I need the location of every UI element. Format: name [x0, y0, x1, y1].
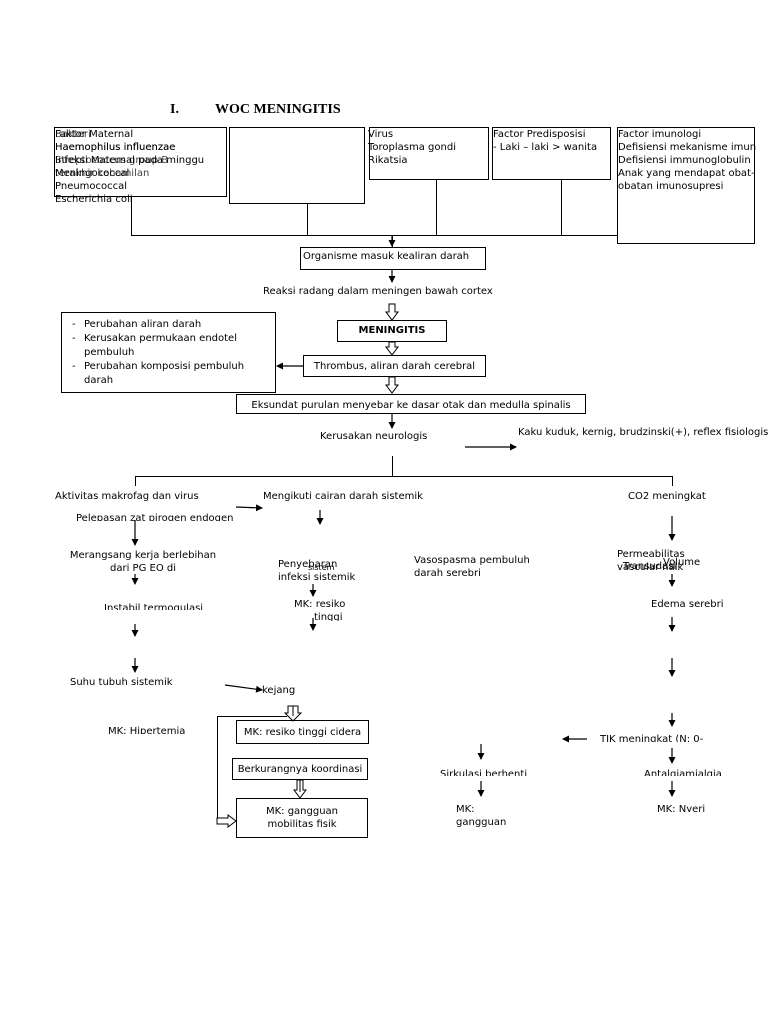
feedback-horizontal — [217, 716, 287, 717]
vasospasma-line: darah serebri — [414, 568, 481, 579]
imunologi-line: obatan imunosupresi — [618, 181, 724, 192]
penyebaran-line: infeksi sistemik — [278, 572, 356, 583]
mk-mobilitas-line: MK: gangguan — [265, 806, 339, 817]
vasospasma-text: Vasospasma pembuluh darah serebri — [414, 554, 530, 580]
mk-nyeri-text: MK: Nyeri — [657, 804, 706, 812]
virus-line: Rikatsia — [368, 155, 408, 166]
imunologi-line: Factor imunologi — [618, 129, 702, 140]
vascular-change-item: Perubahan komposisi pembuluh darah — [72, 360, 269, 388]
suhu-text: Suhu tubuh sistemik — [70, 677, 173, 688]
sirkulasi-text: Sirkulasi berhenti — [440, 769, 528, 776]
aktivitas-text: Aktivitas makrofag dan virus — [55, 491, 199, 502]
mk-resiko-cidera-box: MK: resiko tinggi cidera — [236, 720, 369, 744]
branch-stem — [392, 456, 393, 476]
virus-box — [369, 127, 489, 180]
mk-gangguan-line: MK: — [456, 804, 475, 815]
vascular-change-item: Kerusakan permukaan endotel pembuluh — [72, 332, 269, 360]
vasospasma-line: Vasospasma pembuluh — [414, 555, 530, 566]
branch-right-drop — [672, 476, 673, 486]
vascular-change-item: Perubahan aliran darah — [72, 318, 269, 332]
hollow-arrow-reaksi — [385, 303, 399, 321]
kaku-kuduk-text: Kaku kuduk, kernig, brudzinski(+), refle… — [518, 427, 768, 438]
permeabilitas-line: vascular naik — [617, 562, 684, 571]
title-number: I. — [170, 102, 179, 117]
connector-predisposisi — [561, 180, 562, 235]
diagram-title: WOC MENINGITIS — [215, 102, 341, 117]
mk-mobilitas-box: MK: gangguan mobilitas fisik — [236, 798, 368, 838]
imunologi-line: Anak yang mendapat obat- — [618, 168, 755, 179]
arrow-to-pelepasan — [235, 504, 263, 512]
predisposisi-line: Factor Predisposisi — [493, 129, 586, 140]
bacteria-line: Escherichia coli — [55, 194, 133, 205]
volume-text: Volume — [663, 557, 701, 568]
hollow-arrow-meningitis — [385, 341, 399, 356]
antalgiamialgia-text: Antalgiamialgia — [644, 769, 722, 776]
merangsang-line: dari PG EO di — [110, 563, 176, 574]
mk-resiko-text: MK: resiko tinggi — [294, 598, 345, 621]
mk-hipertermia: MK: Hipertemia — [108, 726, 186, 734]
imunologi-line: Defisiensi immunoglobulin — [618, 155, 751, 166]
bacteria-line: Pneumococcal — [55, 181, 128, 192]
organisme-box: Organisme masuk kealiran darah — [300, 247, 486, 270]
bacteria-overlap-line: Haemophilus influenzae — [55, 142, 176, 153]
empty-cause-box — [229, 127, 365, 204]
imunologi-box — [617, 127, 755, 244]
bacteria-overlap-line: Bakteri — [55, 129, 91, 140]
connector-virus — [436, 180, 437, 235]
vascular-changes-box: Perubahan aliran darah Kerusakan permuka… — [61, 312, 276, 393]
arrow-suhu-to-kejang — [224, 684, 263, 693]
transudasi-text: Transudasi — [623, 561, 677, 569]
vascular-change-item-text: Perubahan komposisi pembuluh darah — [84, 361, 245, 386]
kerusakan-text: Kerusakan neurologis — [320, 431, 428, 442]
edema-text: Edema serebri — [651, 599, 724, 610]
feedback-vertical — [217, 716, 218, 821]
permeabilitas-line: Permeabilitas — [617, 549, 685, 560]
instabil-text: Instabil termogulasi — [104, 603, 204, 610]
connector-empty-box — [307, 204, 308, 235]
merangsang-text: Merangsang kerja berlebihan dari PG EO d… — [68, 549, 218, 575]
penyebaran-overlap: sistem — [308, 563, 335, 572]
top-collector-line — [131, 235, 755, 236]
pelepasan-text: Pelepasan zat pirogen endogen — [76, 513, 234, 521]
vascular-change-item-text: Kerusakan permukaan endotel pembuluh — [84, 333, 237, 358]
bacteria-overlap-text: Bakteri Haemophilus influenzae Streptoco… — [55, 128, 175, 180]
branch-horizontal — [135, 476, 673, 477]
co2-text: CO2 meningkat — [628, 491, 706, 502]
mk-resiko-line: MK: resiko — [294, 599, 346, 610]
mk-gangguan-line: gangguan — [456, 817, 507, 828]
merangsang-line: Merangsang kerja berlebihan — [69, 550, 217, 561]
tik-text: TIK meningkat (N: 0- — [600, 734, 704, 742]
hollow-arrow-thrombus — [385, 376, 399, 394]
bacteria-line: Haemophilus influenzae — [55, 142, 176, 153]
imunologi-text: Factor imunologi Defisiensi mekanisme im… — [618, 128, 756, 193]
bacteria-line: Infeksi Maternal pada minggu — [55, 155, 205, 166]
reaksi-text: Reaksi radang dalam meningen bawah corte… — [263, 286, 493, 297]
connector-bacteria — [131, 197, 132, 235]
bacteria-box — [54, 127, 227, 197]
imunologi-line: Defisiensi mekanisme imun — [618, 142, 757, 153]
hollow-arrow-feedback — [216, 814, 237, 828]
mk-gangguan-text: MK: gangguan — [456, 803, 506, 829]
mengikuti-text: Mengikuti cairan darah sistemik — [263, 491, 423, 502]
bacteria-line: Meningococcal — [55, 168, 130, 179]
virus-text: Virus Toroplasma gondi Rikatsia — [368, 128, 456, 167]
mk-resiko-line: tinggi — [314, 612, 343, 621]
branch-left-drop — [135, 476, 136, 486]
eksudat-box: Eksundat purulan menyebar ke dasar otak … — [236, 394, 586, 414]
predisposisi-line: - Laki – laki > wanita — [493, 142, 598, 153]
virus-line: Virus — [368, 129, 394, 140]
kejang-text: kejang — [262, 685, 296, 696]
predisposisi-box — [492, 127, 611, 180]
bacteria-text: Faktor Maternal Haemophilus influenzae I… — [55, 128, 204, 206]
permeabilitas-text: Permeabilitas vascular naik — [617, 548, 685, 571]
bacteria-overlap-line: terakhir kehamilan — [55, 168, 150, 179]
mk-mobilitas-line: mobilitas fisik — [267, 819, 337, 830]
predisposisi-text: Factor Predisposisi - Laki – laki > wani… — [493, 128, 597, 154]
bacteria-overlap-line: Streptococcus group B — [55, 155, 169, 166]
penyebaran-text: Penyebaran infeksi sistemik — [278, 558, 355, 584]
virus-line: Toroplasma gondi — [368, 142, 456, 153]
penyebaran-line: Penyebaran — [278, 559, 338, 570]
bacteria-line: Faktor Maternal — [55, 129, 134, 140]
